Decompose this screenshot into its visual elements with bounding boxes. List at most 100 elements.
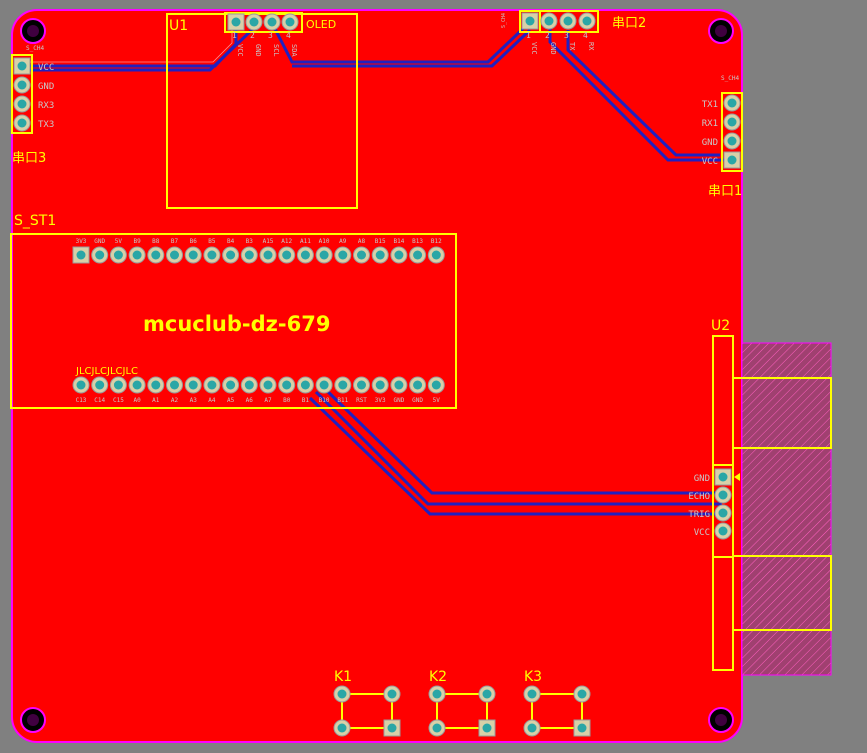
through-hole-pad-icon <box>353 376 370 394</box>
uart2-pin-number: 4 <box>583 31 588 40</box>
through-hole-pad-icon <box>147 246 165 264</box>
uart2-pin-number: 1 <box>526 31 531 40</box>
through-hole-pad-icon <box>573 685 591 703</box>
s-st1-top-pin-label: B15 <box>375 238 386 245</box>
u1-pin-name: GND <box>254 44 262 57</box>
key-switch: K2 <box>428 669 496 737</box>
uart2-pin-name: VCC <box>530 42 538 55</box>
key-switch: K1 <box>333 669 401 737</box>
uart2-header-tag: S_CH4 <box>501 13 507 28</box>
through-hole-pad-icon <box>521 12 539 30</box>
s-st1-top-pin-label: A11 <box>300 238 311 245</box>
through-hole-pad-icon <box>147 376 165 394</box>
s-st1-top-pin-label: B3 <box>246 238 254 245</box>
s-st1-bottom-pin-label: A7 <box>264 397 272 404</box>
through-hole-pad-icon <box>72 376 90 394</box>
through-hole-pad-icon <box>222 246 240 264</box>
through-hole-pad-icon <box>333 719 351 737</box>
through-hole-pad-icon <box>91 246 109 264</box>
through-hole-pad-icon <box>278 246 296 264</box>
s-st1-top-pin-label: B7 <box>171 238 179 245</box>
through-hole-pad-icon <box>203 246 221 264</box>
through-hole-pad-icon <box>559 12 577 30</box>
s-st1-bottom-pin-label: A4 <box>208 397 216 404</box>
uart2-pin-name: TX <box>568 42 576 51</box>
uart3-pin-name: TX3 <box>38 120 54 130</box>
s-st1-ref: S_ST1 <box>14 213 56 229</box>
s-st1-title: mcuclub-dz-679 <box>143 312 330 336</box>
s-st1-top-pin-label: A10 <box>319 238 330 245</box>
uart2-pin-number: 3 <box>564 31 569 40</box>
s-st1-bottom-pin-label: A3 <box>190 397 198 404</box>
u1-pin-name: VCC <box>236 44 244 57</box>
s-st1-bottom-pin-label: B11 <box>337 397 348 404</box>
mounting-hole-icon <box>20 707 46 733</box>
s-st1-bottom-pin-label: C13 <box>76 397 87 404</box>
s-st1-top-pin-label: 5V <box>115 238 123 245</box>
uart1-pin-name: VCC <box>702 157 718 167</box>
mounting-hole-icon <box>708 18 734 44</box>
through-hole-pad-icon <box>723 94 741 112</box>
s-st1-bottom-pin-label: A0 <box>133 397 141 404</box>
s-st1-bottom-pin-label: 3V3 <box>375 397 386 404</box>
through-hole-pad-icon <box>371 376 389 394</box>
s-st1-top-pin-label: B12 <box>431 238 442 245</box>
u2-pin-name: VCC <box>694 528 710 538</box>
uart3-pin-name: GND <box>38 82 54 92</box>
s-st1-top-pin-label: A12 <box>281 238 292 245</box>
through-hole-pad-icon <box>573 719 591 737</box>
key-outline <box>531 693 583 729</box>
through-hole-pad-icon <box>427 246 445 264</box>
through-hole-pad-icon <box>128 246 146 264</box>
u1-pin-number: 2 <box>250 31 255 40</box>
s-st1-bottom-pin-label: B10 <box>319 397 330 404</box>
through-hole-pad-icon <box>259 246 277 264</box>
uart1-pin-name: TX1 <box>702 100 718 110</box>
through-hole-pad-icon <box>523 685 541 703</box>
uart2-header-outline <box>519 10 599 33</box>
through-hole-pad-icon <box>383 685 401 703</box>
s-st1-top-pin-label: GND <box>94 238 105 245</box>
s-st1-bottom-pin-label: GND <box>393 397 404 404</box>
uart1-pin-name: GND <box>702 138 718 148</box>
s-st1-top-pin-label: B13 <box>412 238 423 245</box>
s-st1-bottom-pin-label: A5 <box>227 397 235 404</box>
through-hole-pad-icon <box>240 376 258 394</box>
through-hole-pad-icon <box>428 719 446 737</box>
through-hole-pad-icon <box>723 151 741 169</box>
through-hole-pad-icon <box>714 486 732 504</box>
s-st1-top-pin-label: B4 <box>227 238 235 245</box>
u2-pin-name: GND <box>694 474 710 484</box>
through-hole-pad-icon <box>166 246 183 264</box>
s-st1-top-pin-label: B5 <box>208 238 216 245</box>
through-hole-pad-icon <box>478 685 496 703</box>
through-hole-pad-icon <box>263 13 281 31</box>
through-hole-pad-icon <box>91 376 109 394</box>
through-hole-pad-icon <box>371 246 389 264</box>
through-hole-pad-icon <box>13 76 31 94</box>
through-hole-pad-icon <box>128 376 146 394</box>
s-st1-top-pin-label: B6 <box>190 238 198 245</box>
u1-pin-name: SCL <box>272 44 280 57</box>
key-ref: K1 <box>334 669 352 685</box>
key-outline <box>341 693 393 729</box>
s-st1-top-pin-label: A15 <box>263 238 274 245</box>
mounting-hole-icon <box>708 707 734 733</box>
through-hole-pad-icon <box>390 376 408 394</box>
key-ref: K2 <box>429 669 447 685</box>
through-hole-pad-icon <box>13 57 31 75</box>
uart1-pin-name: RX1 <box>702 119 718 129</box>
through-hole-pad-icon <box>184 376 202 394</box>
uart2-pin-name: GND <box>549 42 557 55</box>
key-ref: K3 <box>524 669 542 685</box>
through-hole-pad-icon <box>13 114 31 132</box>
s-st1-top-pin-label: B14 <box>393 238 404 245</box>
uart3-header-outline <box>11 54 33 134</box>
through-hole-pad-icon <box>723 113 741 131</box>
uart3-pin-name: VCC <box>38 63 54 73</box>
through-hole-pad-icon <box>428 685 446 703</box>
through-hole-pad-icon <box>578 12 596 30</box>
uart1-ref: 串口1 <box>708 184 742 199</box>
through-hole-pad-icon <box>353 246 370 264</box>
s-st1-top-pin-label: 3V3 <box>76 238 87 245</box>
